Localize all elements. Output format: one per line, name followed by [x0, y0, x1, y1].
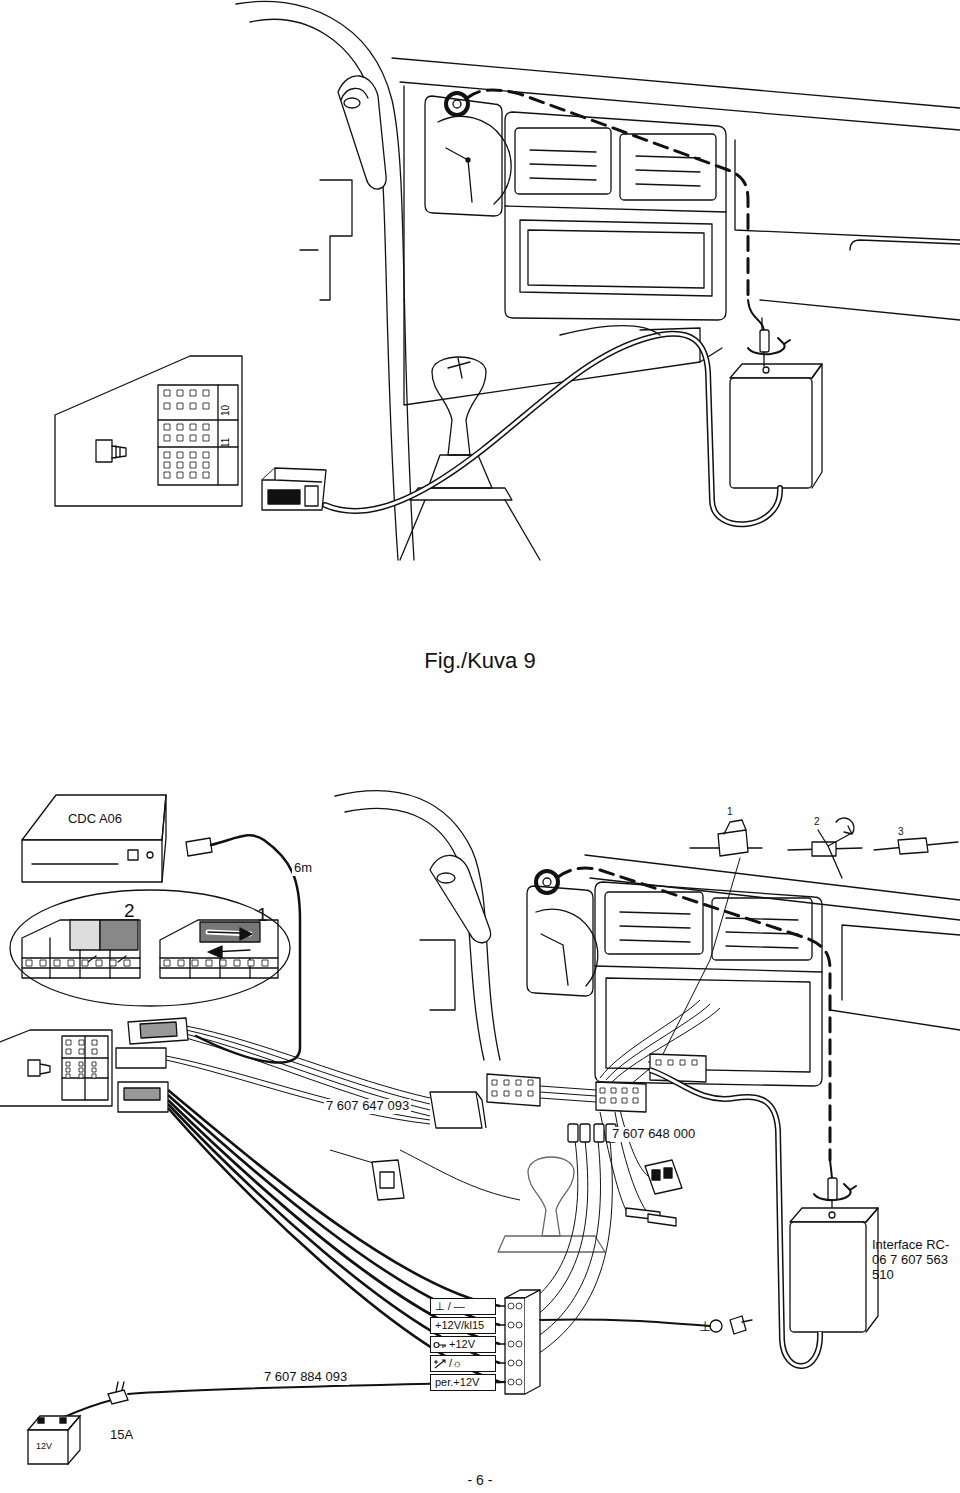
node-text: CDC A06: [68, 812, 122, 826]
battery-voltage: 12V: [36, 1441, 52, 1451]
figure-caption: Fig./Kuva 9: [424, 648, 535, 673]
node-text: +12V: [449, 1338, 475, 1350]
node-text: +12V/kl15: [435, 1319, 484, 1331]
step-number: 2: [814, 816, 820, 828]
node-text: ⊥ / —: [435, 1300, 465, 1312]
pin-block-number: 11: [220, 438, 232, 448]
terminal-tag: per.+12V: [430, 1374, 496, 1391]
terminal-tag: ⊥ / —: [430, 1298, 496, 1315]
ground-symbol: ⊥: [699, 1318, 711, 1334]
part-number: 7 607 884 093: [262, 1370, 349, 1385]
node-text: /☼: [449, 1357, 462, 1369]
terminal-tag: /☼: [430, 1355, 496, 1372]
pin-block-number: 10: [220, 405, 232, 416]
terminal-tag: +12V: [430, 1336, 496, 1353]
part-number: 7 607 648 000: [610, 1127, 697, 1142]
terminal-tag: +12V/kl15: [430, 1317, 496, 1334]
key-symbol: [433, 1339, 447, 1351]
callout-number: 1: [257, 904, 268, 926]
step-number: 1: [727, 806, 733, 818]
step-number: 3: [898, 826, 904, 838]
page-number: - 6 -: [468, 1472, 493, 1488]
fuse-rating: 15A: [108, 1428, 135, 1443]
dimmer-symbol: [433, 1358, 447, 1370]
callout-number: 2: [124, 900, 135, 922]
device-label: CDC A06: [40, 804, 150, 834]
part-name: Interface RC-06 7 607 563 510: [872, 1238, 956, 1283]
node-text: per.+12V: [435, 1376, 479, 1388]
part-number: 7 607 647 093: [324, 1099, 411, 1114]
cable-length: 6m: [292, 861, 314, 876]
